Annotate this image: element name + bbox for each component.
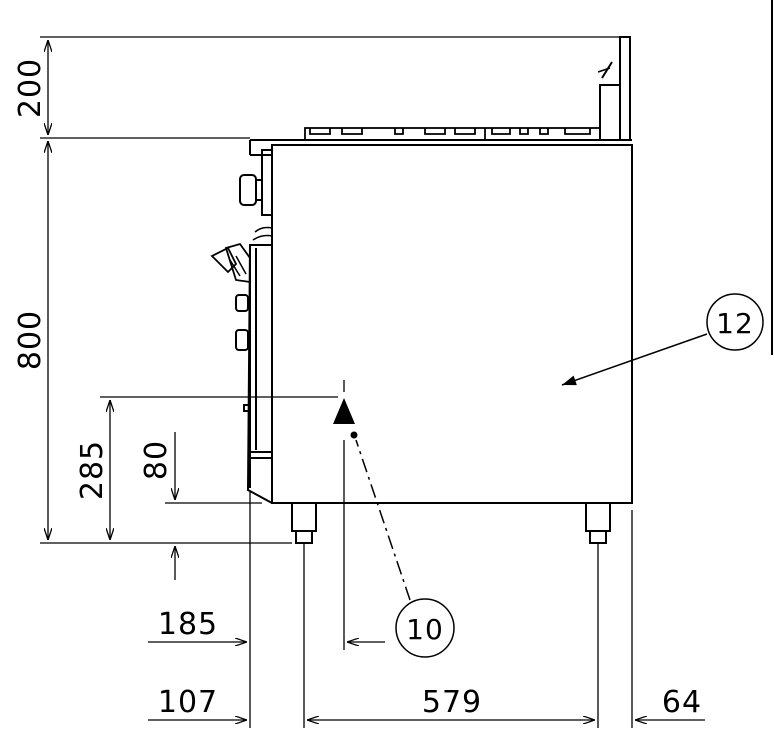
front-panel-lower [246,244,273,504]
front-panel-upper [261,149,272,216]
center-of-gravity-mark [333,380,358,439]
back-splash [619,36,631,141]
dim-185-label: 185 [158,607,218,642]
dim-80-label: 80 [139,440,174,480]
flue [599,84,621,141]
lower-knob-2 [235,329,249,351]
cabinet-body [271,144,633,504]
dim-107-label: 107 [158,685,218,720]
appliance-outline [210,36,633,544]
callout-10-label: 10 [406,613,444,646]
dim-579-label: 579 [422,685,482,720]
front-leg [291,502,317,532]
dim-800-label: 800 [13,310,48,370]
callout-10: 10 [355,439,455,658]
burner-grates [304,127,601,141]
dim-64-label: 64 [662,685,702,720]
rear-leg [585,502,611,532]
upper-knob [239,174,257,206]
vertical-dimensions [40,36,620,580]
oven-handle [224,242,251,284]
dim-200-label: 200 [13,58,48,118]
horizontal-dimensions [148,440,705,728]
lower-knob-1 [235,294,249,312]
dim-285-label: 285 [75,440,110,500]
callout-12-label: 12 [716,307,754,340]
callout-12: 12 [561,293,764,386]
